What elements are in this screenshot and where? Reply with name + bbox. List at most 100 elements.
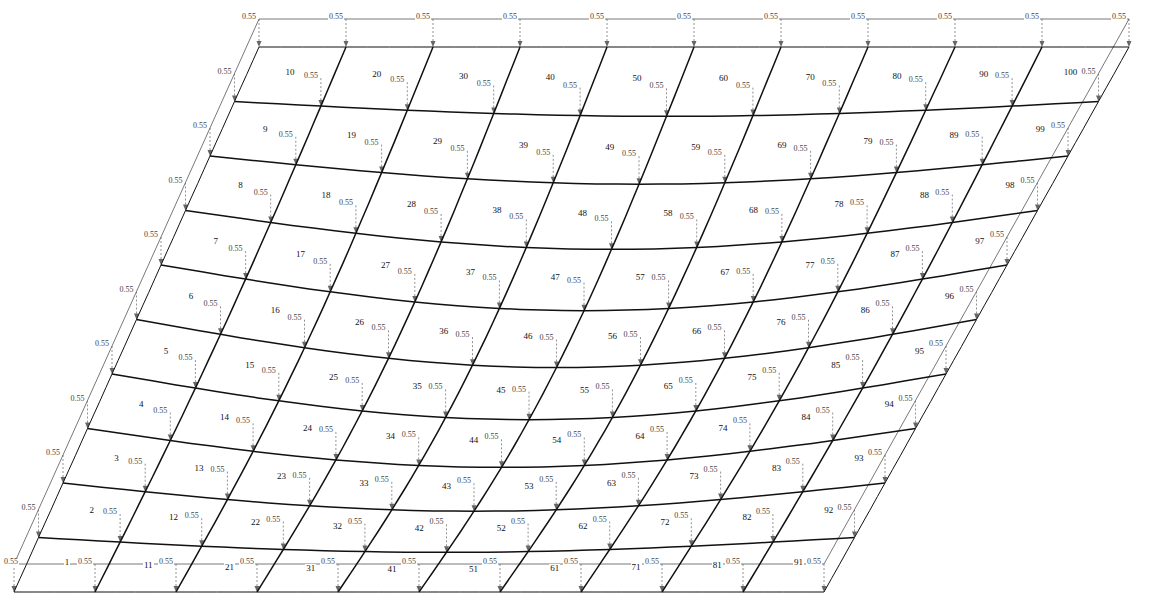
load-arrow — [1129, 19, 1130, 43]
element-number: 12 — [168, 513, 179, 522]
load-value: 0.55 — [347, 518, 363, 526]
element-number: 51 — [468, 565, 479, 574]
load-value: 0.55 — [959, 286, 975, 294]
load-arrow — [753, 274, 754, 298]
load-value: 0.55 — [203, 300, 219, 308]
load-value: 0.55 — [261, 367, 277, 375]
load-value: 0.55 — [143, 231, 159, 239]
load-value: 0.55 — [94, 340, 110, 348]
element-number: 37 — [465, 268, 476, 277]
load-value: 0.55 — [371, 324, 387, 332]
load-value: 0.55 — [228, 245, 244, 253]
element-number: 16 — [270, 306, 281, 315]
element-number: 100 — [1063, 68, 1079, 77]
load-arrow — [580, 88, 581, 112]
load-arrow — [95, 564, 96, 588]
load-arrow — [556, 482, 557, 506]
element-number: 21 — [224, 563, 235, 572]
load-value: 0.55 — [449, 145, 465, 153]
load-arrow — [381, 145, 382, 169]
load-value: 0.55 — [820, 258, 836, 266]
element-number: 75 — [747, 373, 758, 382]
load-arrow — [638, 478, 639, 502]
load-arrow — [1068, 128, 1069, 152]
load-value: 0.55 — [476, 80, 492, 88]
load-arrow — [720, 472, 721, 496]
load-value: 0.55 — [539, 334, 555, 342]
load-arrow — [639, 156, 640, 180]
load-value: 0.55 — [415, 13, 431, 21]
element-number: 27 — [380, 261, 391, 270]
element-number: 77 — [805, 261, 816, 270]
load-value: 0.55 — [1081, 68, 1097, 76]
load-value: 0.55 — [793, 145, 809, 153]
load-arrow — [824, 564, 825, 588]
element-number: 94 — [884, 400, 895, 409]
load-value: 0.55 — [374, 476, 390, 484]
arrow-head — [866, 41, 871, 47]
element-number: 24 — [302, 424, 313, 433]
load-arrow — [668, 280, 669, 304]
load-arrow — [982, 137, 983, 161]
element-number: 74 — [718, 424, 729, 433]
element-number: 84 — [801, 413, 812, 422]
load-value: 0.55 — [735, 268, 751, 276]
element-number: 63 — [606, 479, 617, 488]
load-arrow — [257, 564, 258, 588]
load-arrow — [1098, 74, 1099, 98]
element-number: 1 — [64, 558, 71, 567]
element-number: 78 — [834, 200, 845, 209]
element-number: 29 — [432, 137, 443, 146]
load-value: 0.55 — [562, 82, 578, 90]
load-arrow — [501, 439, 502, 463]
load-arrow — [1042, 19, 1043, 43]
cable-line — [88, 429, 916, 468]
load-arrow — [528, 524, 529, 548]
element-number: 38 — [492, 206, 503, 215]
load-arrow — [808, 320, 809, 344]
load-value: 0.55 — [455, 331, 471, 339]
load-value: 0.55 — [845, 354, 861, 362]
load-value: 0.55 — [312, 258, 328, 266]
cable-line — [63, 483, 885, 511]
load-arrow — [295, 137, 296, 161]
load-arrow — [14, 564, 15, 588]
load-value: 0.55 — [364, 139, 380, 147]
load-value: 0.55 — [735, 82, 751, 90]
load-arrow — [584, 437, 585, 461]
load-value: 0.55 — [566, 431, 582, 439]
load-arrow — [112, 346, 113, 370]
element-number: 53 — [524, 482, 535, 491]
load-value: 0.55 — [649, 82, 665, 90]
load-value: 0.55 — [177, 354, 193, 362]
load-arrow — [335, 432, 336, 456]
load-arrow — [472, 337, 473, 361]
load-arrow — [868, 19, 869, 43]
load-arrow — [304, 320, 305, 344]
load-arrow — [176, 564, 177, 588]
load-arrow — [1012, 78, 1013, 102]
load-value: 0.55 — [328, 13, 344, 21]
load-arrow — [185, 183, 186, 207]
load-value: 0.55 — [867, 449, 883, 457]
arrow-head — [257, 41, 262, 47]
load-arrow — [609, 522, 610, 546]
load-arrow — [38, 510, 39, 534]
cable-line — [500, 47, 781, 592]
cable-line — [210, 156, 1068, 184]
element-number: 72 — [660, 518, 671, 527]
load-arrow — [694, 19, 695, 43]
cable-line — [338, 47, 607, 592]
element-number: 92 — [823, 506, 834, 515]
cable-line — [112, 374, 946, 420]
element-number: 83 — [771, 464, 782, 473]
element-number: 47 — [550, 273, 561, 282]
element-number: 85 — [830, 361, 841, 370]
load-value: 0.55 — [850, 13, 866, 21]
load-value: 0.55 — [265, 516, 281, 524]
load-value: 0.55 — [344, 377, 360, 385]
load-arrow — [355, 205, 356, 229]
load-arrow — [467, 151, 468, 175]
load-value: 0.55 — [102, 508, 118, 516]
